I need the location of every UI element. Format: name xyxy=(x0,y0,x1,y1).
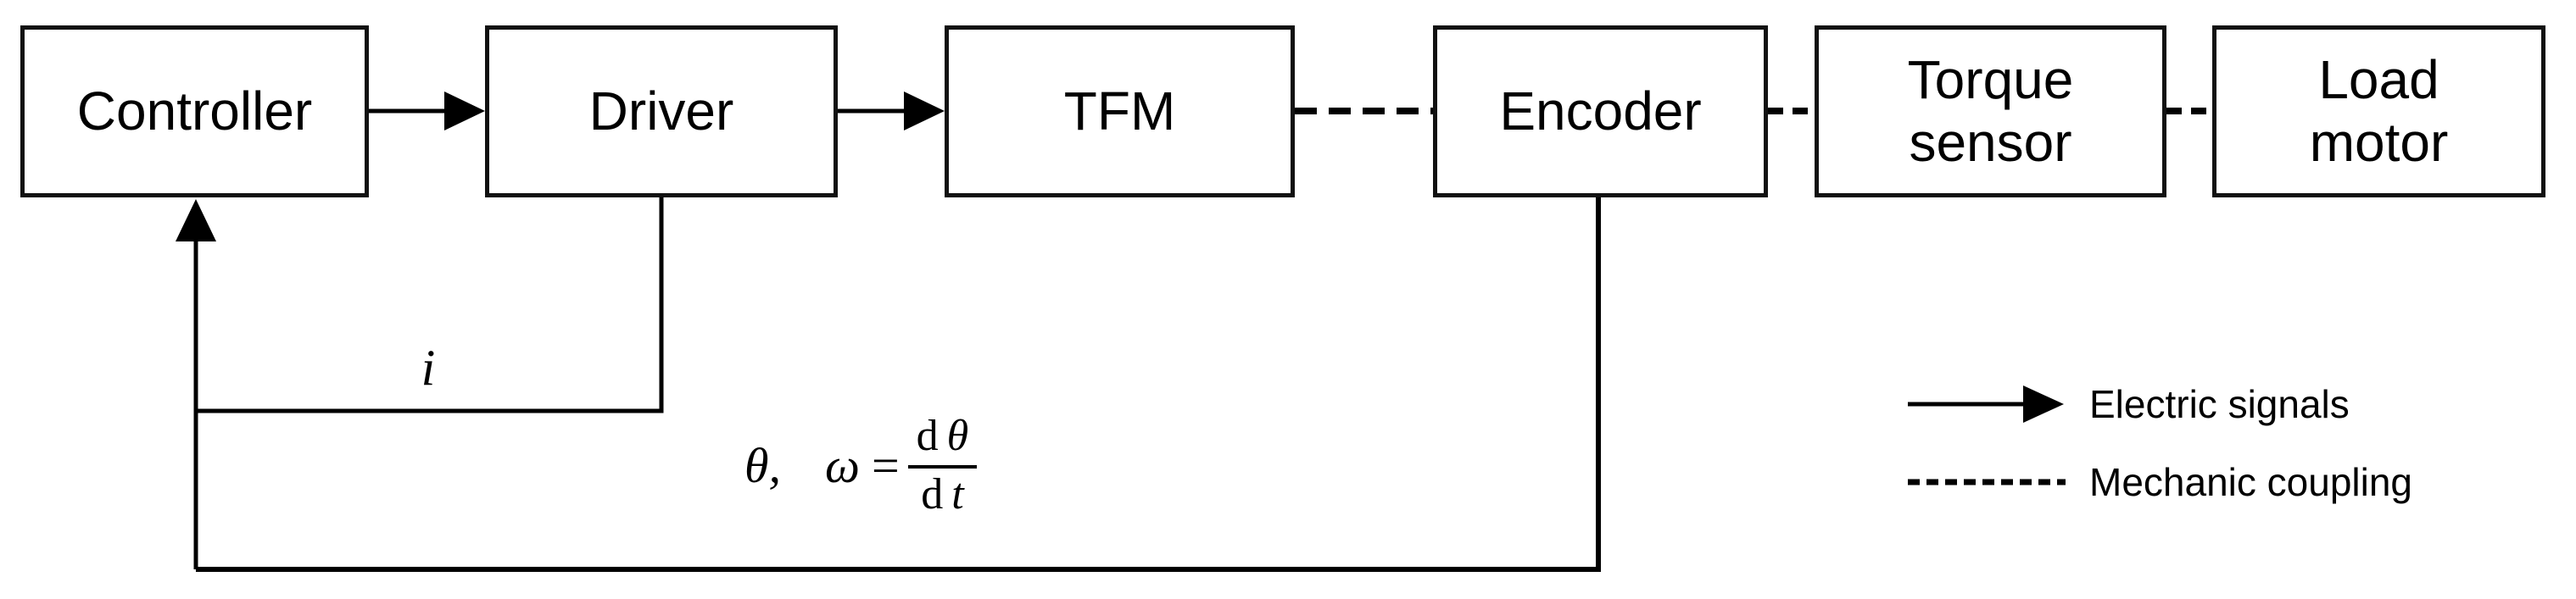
current-signal-label: i xyxy=(421,340,436,396)
encoder-feedback-line xyxy=(196,197,1601,572)
block-tfm: TFM xyxy=(945,25,1295,197)
block-encoder: Encoder xyxy=(1433,25,1768,197)
legend-mechanic-label: Mechanic coupling xyxy=(2089,460,2413,504)
dashed-line-icon xyxy=(1908,479,2066,485)
block-driver-label: Driver xyxy=(588,80,734,141)
formula-equals: = xyxy=(871,438,900,494)
formula-numerator-d: d xyxy=(916,412,939,460)
formula-theta: θ, xyxy=(744,438,781,494)
solid-arrow-icon xyxy=(1908,385,2064,423)
block-torque-sensor: Torque sensor xyxy=(1815,25,2166,197)
formula-numerator-theta: θ xyxy=(946,412,969,460)
block-encoder-label: Encoder xyxy=(1499,80,1702,141)
controller-driver-arrowhead-icon xyxy=(444,92,485,130)
block-controller: Controller xyxy=(20,25,369,197)
legend-mechanic-coupling: Mechanic coupling xyxy=(1906,458,2412,506)
block-load-motor-label: Load motor xyxy=(2309,48,2449,173)
block-controller-label: Controller xyxy=(76,80,313,141)
formula-denominator-d: d xyxy=(921,469,944,519)
legend-electric-label: Electric signals xyxy=(2089,382,2350,426)
formula-omega: ω xyxy=(825,438,860,494)
block-torque-sensor-label: Torque sensor xyxy=(1907,48,2074,173)
legend-electric-signals: Electric signals xyxy=(1906,380,2350,428)
block-tfm-label: TFM xyxy=(1063,80,1176,141)
feedback-arrowhead-icon xyxy=(176,199,216,241)
driver-feedback-line xyxy=(196,197,664,413)
formula-denominator-t: t xyxy=(951,469,964,519)
block-load-motor: Load motor xyxy=(2212,25,2545,197)
block-driver: Driver xyxy=(485,25,838,197)
driver-tfm-arrowhead-icon xyxy=(904,92,945,130)
